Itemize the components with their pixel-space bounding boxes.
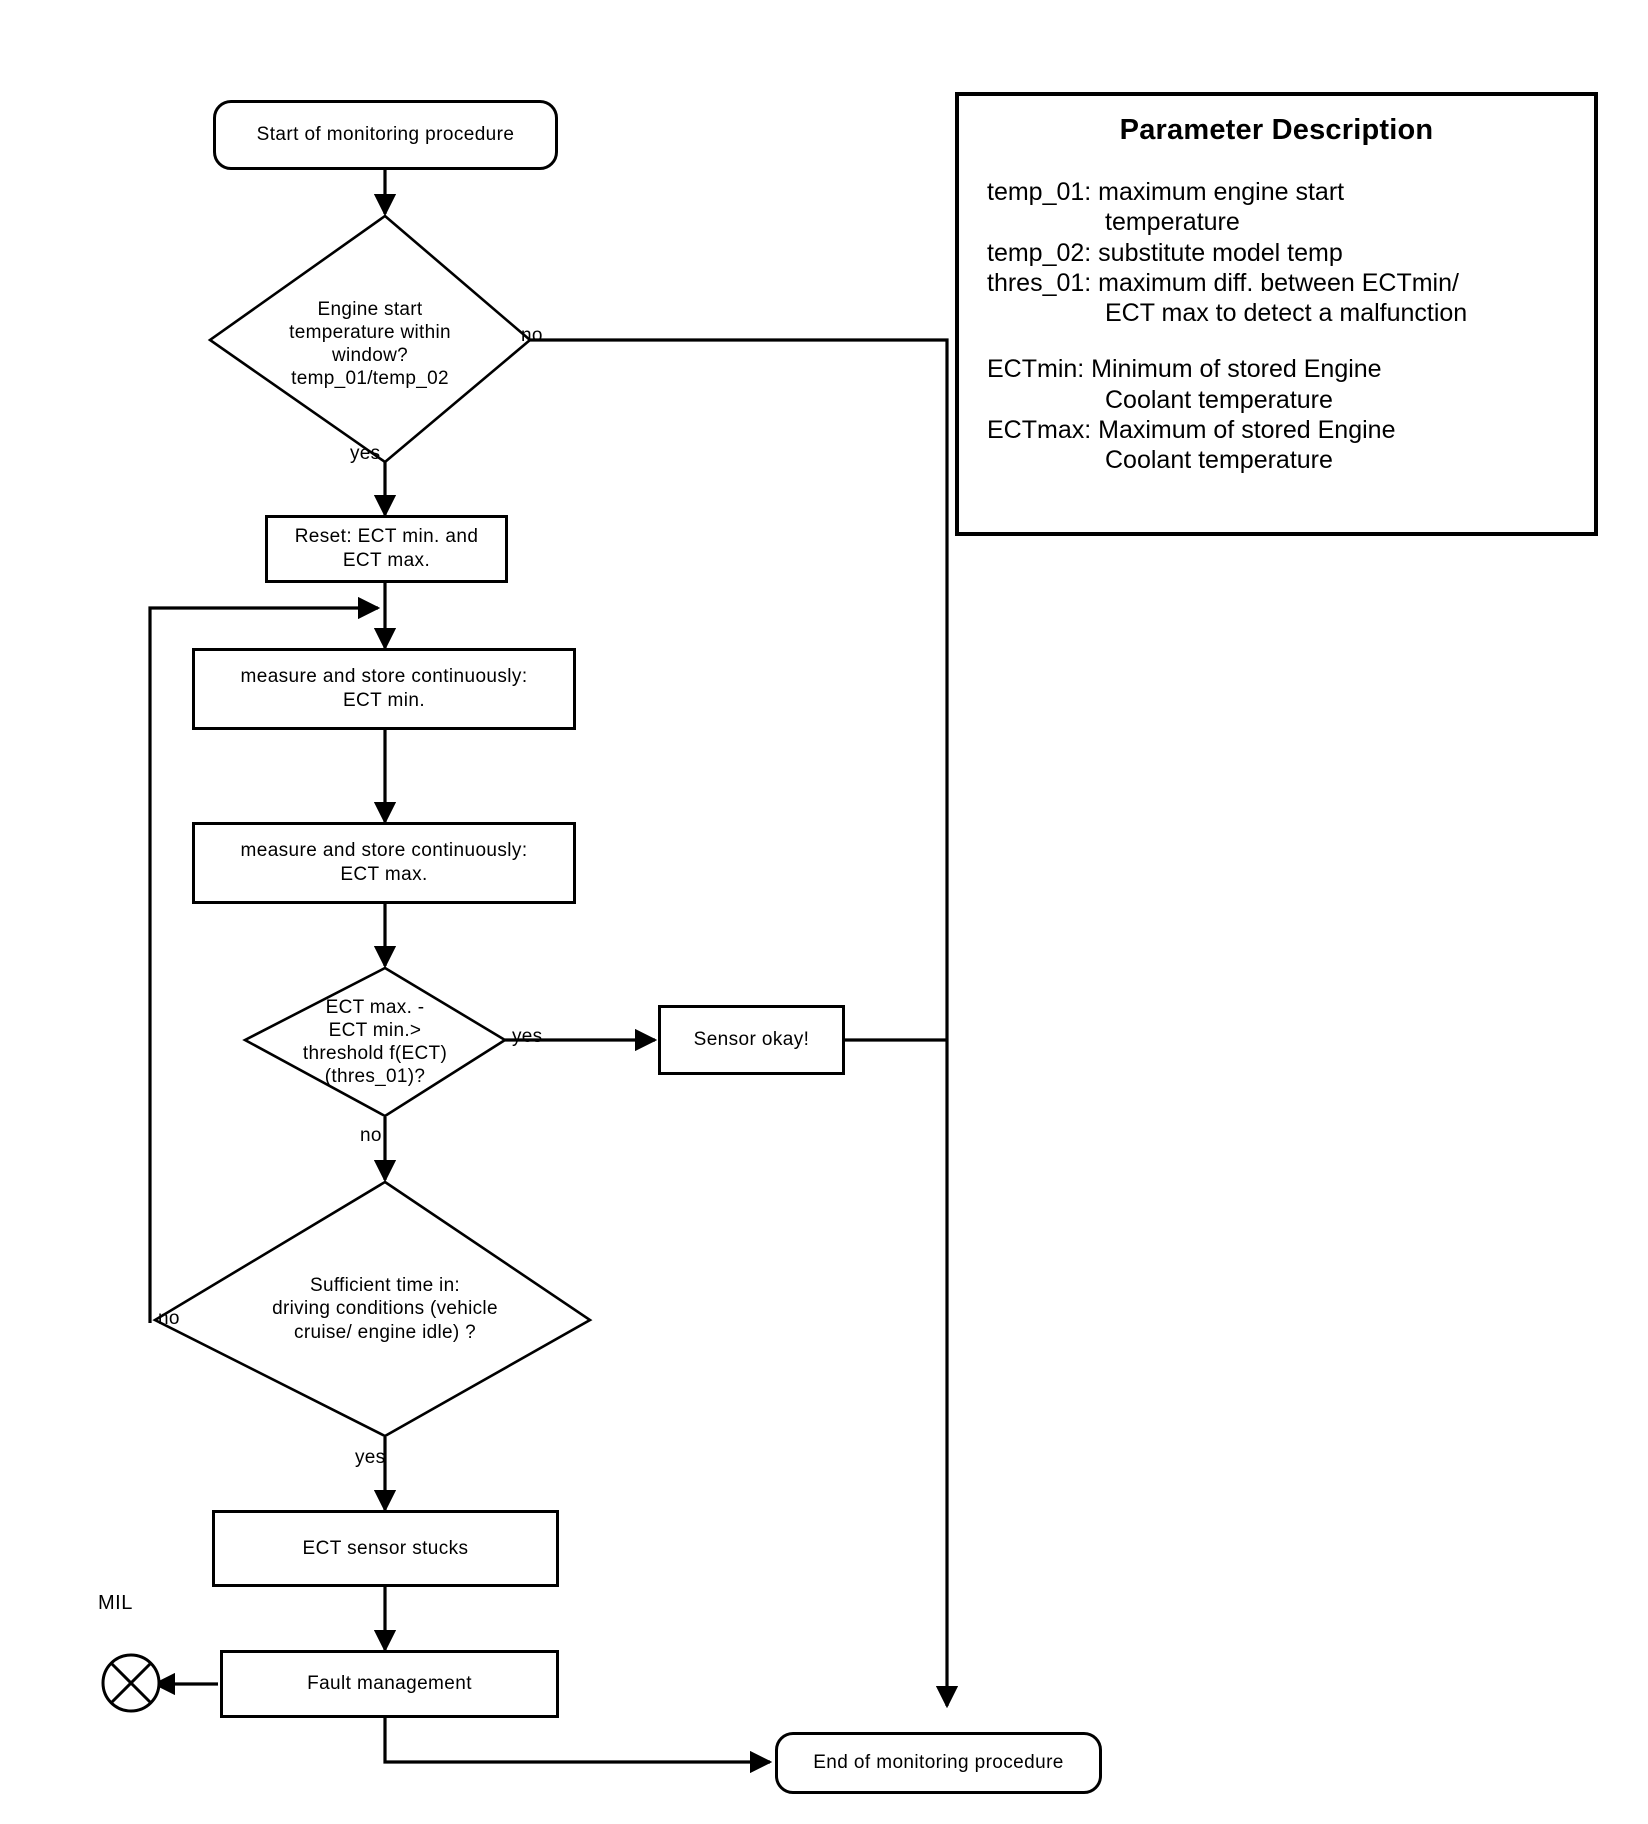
edge-label-time-no: no (158, 1308, 180, 1329)
parameter-line: ECTmax: Maximum of stored Engine (987, 415, 1396, 444)
parameter-group-1: temp_01: maximum engine start temperatur… (987, 177, 1584, 328)
node-measure-min[interactable]: measure and store continuously: ECT min. (192, 648, 576, 730)
mil-lamp-icon (98, 1650, 164, 1716)
mil-label: MIL (98, 1592, 133, 1614)
node-measure-max[interactable]: measure and store continuously: ECT max. (192, 822, 576, 904)
edge-label-threshold-yes: yes (512, 1026, 543, 1047)
node-measure-min-label: measure and store continuously: ECT min. (240, 666, 528, 711)
edge-label-time-yes: yes (355, 1447, 386, 1468)
edge-label-threshold-no: no (360, 1125, 382, 1146)
node-end-label: End of monitoring procedure (813, 1752, 1064, 1774)
parameter-group-separator (959, 328, 1594, 354)
parameter-line: ECTmin: Minimum of stored Engine (987, 355, 1382, 384)
node-reset-label: Reset: ECT min. and ECT max. (294, 526, 479, 571)
parameter-description-panel: Parameter Description temp_01: maximum e… (955, 92, 1598, 536)
edge-label-engine-start-yes: yes (350, 443, 381, 464)
node-decision-engine-start[interactable]: Engine start temperature within window? … (210, 216, 530, 462)
node-fault-management-label: Fault management (307, 1673, 472, 1695)
edge-label-engine-start-no: no (521, 325, 543, 346)
parameter-line: temp_01: maximum engine start (987, 178, 1345, 206)
node-end[interactable]: End of monitoring procedure (775, 1732, 1102, 1794)
parameter-line: temperature (1105, 208, 1240, 237)
node-decision-time[interactable]: Sufficient time in: driving conditions (… (165, 1182, 605, 1436)
node-measure-max-label: measure and store continuously: ECT max. (240, 840, 528, 885)
node-fault-management[interactable]: Fault management (220, 1650, 559, 1718)
node-decision-threshold[interactable]: ECT max. - ECT min.> threshold f(ECT) (t… (245, 968, 505, 1116)
node-ect-sensor-stucks[interactable]: ECT sensor stucks (212, 1510, 559, 1587)
parameter-panel-title: Parameter Description (1119, 114, 1434, 146)
node-start[interactable]: Start of monitoring procedure (213, 100, 558, 170)
node-sensor-okay[interactable]: Sensor okay! (658, 1005, 845, 1075)
parameter-line: Coolant temperature (1105, 385, 1333, 414)
node-decision-time-label: Sufficient time in: driving conditions (… (272, 1275, 498, 1343)
node-start-label: Start of monitoring procedure (256, 124, 515, 146)
parameter-line: Coolant temperature (1105, 446, 1333, 474)
node-ect-sensor-stucks-label: ECT sensor stucks (302, 1537, 469, 1559)
parameter-line: temp_02: substitute model temp (987, 238, 1343, 267)
node-decision-threshold-label: ECT max. - ECT min.> threshold f(ECT) (t… (302, 996, 448, 1088)
node-decision-engine-start-label: Engine start temperature within window? … (289, 298, 451, 390)
parameter-line: ECT max to detect a malfunction (1105, 299, 1468, 327)
node-sensor-okay-label: Sensor okay! (693, 1029, 810, 1051)
parameter-group-2: ECTmin: Minimum of stored Engine Coolant… (987, 354, 1584, 475)
parameter-line: thres_01: maximum diff. between ECTmin/ (987, 268, 1459, 297)
node-reset[interactable]: Reset: ECT min. and ECT max. (265, 515, 508, 583)
